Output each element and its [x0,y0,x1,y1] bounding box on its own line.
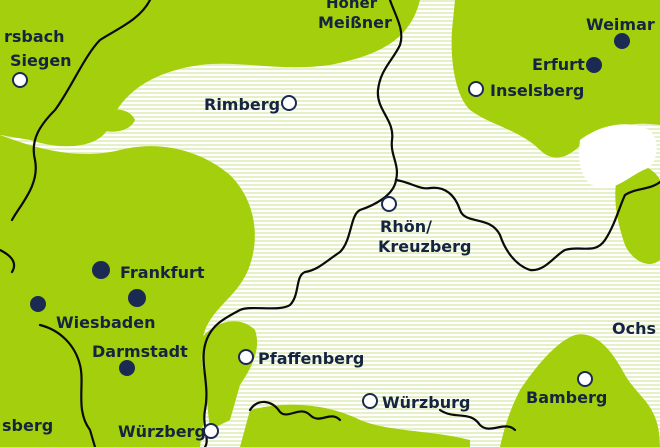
region-east-edge [615,163,660,265]
marker-wuerzburg1 [362,393,378,409]
marker-weimar [614,33,630,49]
marker-frankfurt [92,261,110,279]
marker-wiesbaden [30,296,46,312]
label-erfurt: Erfurt [532,55,585,74]
white-patch [579,124,657,189]
label-wuerzburg: Würzburg [382,393,470,412]
label-pfaffenberg: Pfaffenberg [258,349,364,368]
marker-inselsberg [468,81,484,97]
marker-siegen [12,72,28,88]
label-siegen: Siegen [10,51,72,70]
label-rhoen-line1: Rhön/ [380,217,432,236]
border-west-mid [0,248,16,274]
label-ochs: Ochs [612,319,656,338]
region-west [0,135,255,447]
region-southeast [500,334,660,447]
label-weimar: Weimar [586,15,655,34]
region-rimberg-island [95,109,135,132]
border-central [202,0,403,447]
label-darmstadt: Darmstadt [92,342,188,361]
region-south-west-patch [200,321,258,430]
marker-darmstadt-top [128,289,146,307]
label-inselsberg: Inselsberg [490,81,584,100]
label-meissner-line2: Meißner [318,13,392,32]
label-meissner-line1: Hoher [326,0,378,12]
region-northeast [451,0,660,158]
marker-wuerzberg [203,423,219,439]
label-rimberg: Rimberg [204,95,280,114]
border-southwest [38,323,97,447]
label-rsbach: rsbach [4,27,65,46]
label-rhoen-line2: Kreuzberg [378,237,472,256]
marker-rimberg [281,95,297,111]
labels: Hoher Meißner rsbach Siegen Rimberg Inse… [2,0,656,441]
marker-bamberg [577,371,593,387]
marker-rhoen [381,196,397,212]
border-east [394,178,660,272]
markers [12,33,630,439]
label-bamberg: Bamberg [526,388,607,407]
border-west-north [10,0,152,222]
marker-pfaffenberg [238,349,254,365]
label-frankfurt: Frankfurt [120,263,205,282]
border-south-mid [248,400,342,422]
label-wiesbaden: Wiesbaden [56,313,155,332]
border-south-east [438,408,517,432]
label-sberg: sberg [2,416,53,435]
label-wuerzberg: Würzberg [118,422,206,441]
region-south-strip [240,404,470,447]
marker-erfurt [586,57,602,73]
marker-darmstadt [119,360,135,376]
